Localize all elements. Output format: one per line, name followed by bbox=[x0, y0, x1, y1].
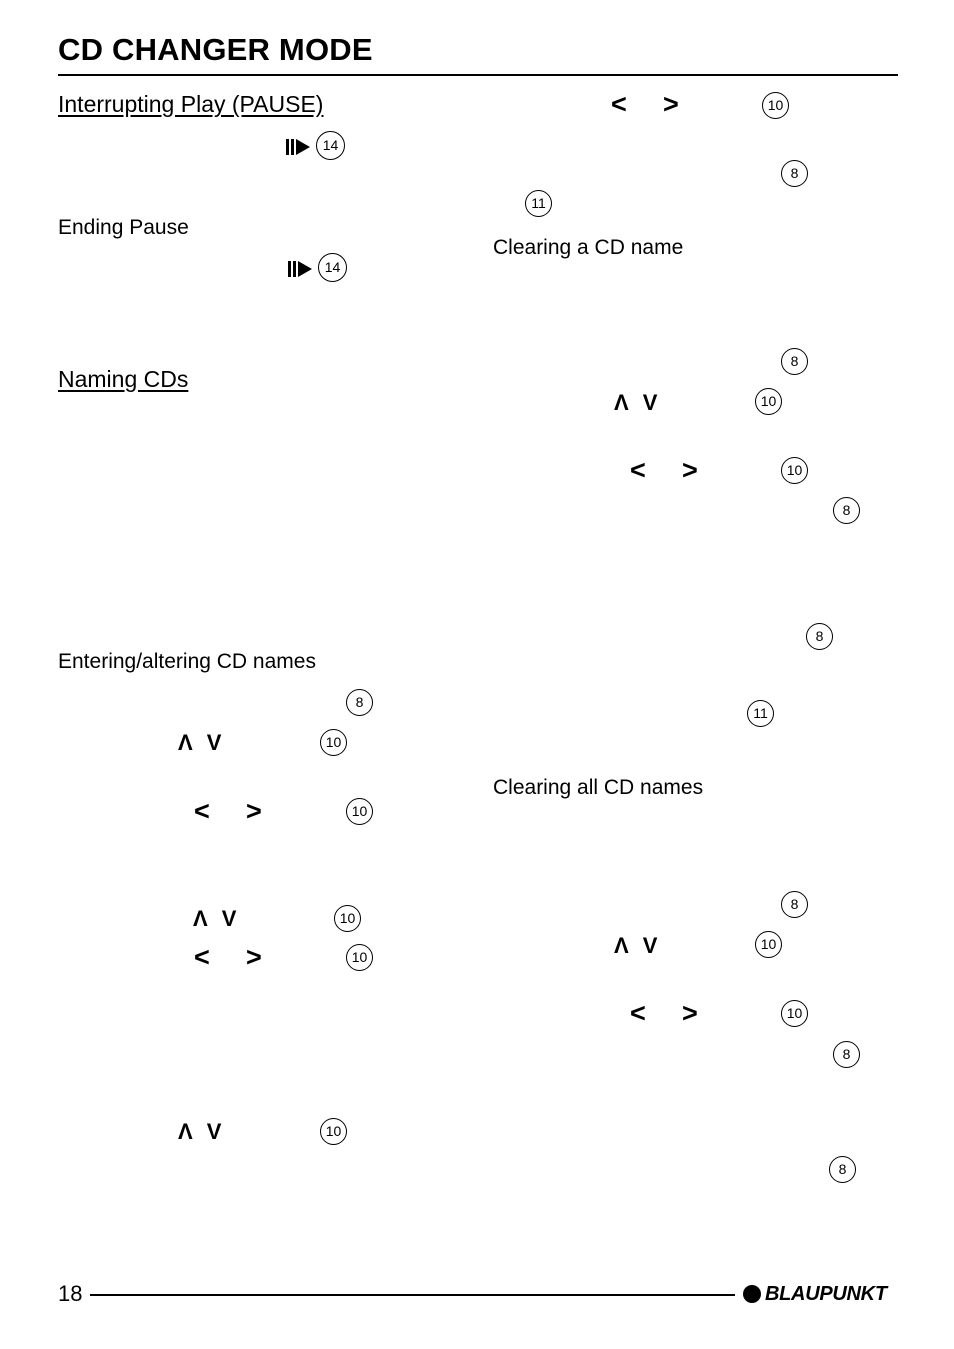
ref-10-button: 10 bbox=[755, 931, 782, 958]
play-pause-icon bbox=[286, 139, 310, 155]
ref-14-button: 14 bbox=[316, 131, 345, 160]
up-down-arrows-icon: Λ V bbox=[193, 906, 241, 931]
right-arrow-icon: > bbox=[682, 998, 698, 1028]
ref-8-button: 8 bbox=[833, 497, 860, 524]
ref-14-button: 14 bbox=[318, 253, 347, 282]
page-number: 18 bbox=[58, 1281, 83, 1306]
ref-10-button: 10 bbox=[781, 1000, 808, 1027]
left-arrow-icon: < bbox=[630, 998, 646, 1028]
ref-10-button: 10 bbox=[781, 457, 808, 484]
ending-pause-heading: Ending Pause bbox=[58, 216, 189, 239]
left-arrow-icon: < bbox=[194, 942, 210, 972]
up-down-arrows-icon: Λ V bbox=[614, 933, 662, 958]
ref-8-button: 8 bbox=[346, 689, 373, 716]
left-arrow-icon: < bbox=[194, 796, 210, 826]
brand-dot-icon bbox=[743, 1285, 761, 1303]
ref-10-button: 10 bbox=[346, 944, 373, 971]
right-arrow-icon: > bbox=[663, 89, 679, 119]
ref-8-button: 8 bbox=[833, 1041, 860, 1068]
ref-10-button: 10 bbox=[762, 92, 789, 119]
clearing-all-heading: Clearing all CD names bbox=[493, 776, 704, 799]
ref-11-button: 11 bbox=[747, 700, 774, 727]
ref-10-button: 10 bbox=[320, 729, 347, 756]
up-down-arrows-icon: Λ V bbox=[178, 1119, 226, 1144]
ref-8-button: 8 bbox=[781, 348, 808, 375]
up-down-arrows-icon: Λ V bbox=[614, 390, 662, 415]
ref-8-button: 8 bbox=[781, 891, 808, 918]
right-arrow-icon: > bbox=[246, 796, 262, 826]
left-arrow-icon: < bbox=[611, 89, 627, 119]
page-title: CD CHANGER MODE bbox=[58, 32, 373, 67]
brand-name: BLAUPUNKT bbox=[765, 1282, 887, 1305]
ref-10-button: 10 bbox=[334, 905, 361, 932]
entering-names-heading: Entering/altering CD names bbox=[58, 650, 316, 673]
title-divider bbox=[58, 74, 898, 76]
brand-logo: BLAUPUNKT bbox=[743, 1281, 887, 1307]
ref-10-button: 10 bbox=[346, 798, 373, 825]
play-pause-icon bbox=[288, 261, 312, 277]
left-arrow-icon: < bbox=[630, 455, 646, 485]
footer-divider bbox=[90, 1294, 735, 1296]
up-down-arrows-icon: Λ V bbox=[178, 730, 226, 755]
ref-11-button: 11 bbox=[525, 190, 552, 217]
right-arrow-icon: > bbox=[246, 942, 262, 972]
ref-8-button: 8 bbox=[829, 1156, 856, 1183]
naming-cds-heading: Naming CDs bbox=[58, 366, 189, 392]
ref-8-button: 8 bbox=[781, 160, 808, 187]
right-arrow-icon: > bbox=[682, 455, 698, 485]
ref-8-button: 8 bbox=[806, 623, 833, 650]
ref-10-button: 10 bbox=[755, 388, 782, 415]
ref-10-button: 10 bbox=[320, 1118, 347, 1145]
clearing-name-heading: Clearing a CD name bbox=[493, 236, 684, 259]
pause-heading: Interrupting Play (PAUSE) bbox=[58, 91, 324, 117]
